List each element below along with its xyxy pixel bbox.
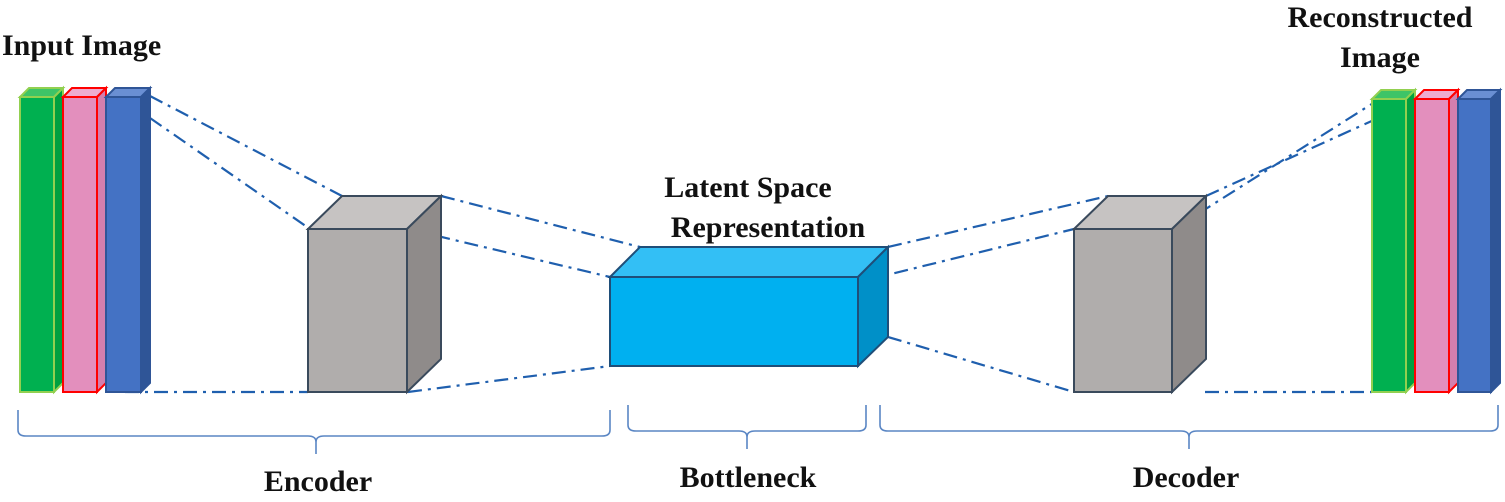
reconstructed-image-label-line2: Image — [1340, 41, 1420, 74]
output-channel-blue — [1455, 87, 1503, 395]
latent-space-label-line1: Latent Space — [664, 171, 832, 204]
encoder-brace — [17, 410, 611, 454]
connector-latent-decoder-top-1 — [887, 194, 1109, 249]
connector-input-encoder-top-2 — [149, 117, 311, 230]
connector-decoder-output-top-1 — [1173, 99, 1379, 230]
connector-decoder-output-top-2 — [1205, 98, 1419, 198]
encoder-label: Encoder — [263, 465, 373, 498]
input-image-label: Input Image — [2, 29, 162, 62]
reconstructed-image-label-line1: Reconstructed — [1287, 1, 1473, 34]
reconstructed-image-stack — [1369, 87, 1503, 395]
latent-space-label-line2: Representation — [670, 211, 866, 244]
output-channel-green — [1369, 87, 1418, 395]
latent-space-block — [607, 244, 891, 369]
output-channel-pink — [1412, 87, 1461, 395]
connector-encoder-latent-top-1 — [440, 194, 641, 249]
decoder-feature-block — [1071, 193, 1209, 395]
section-braces — [17, 405, 1499, 454]
decoder-label: Decoder — [1132, 461, 1240, 494]
encoder-feature-block — [305, 193, 444, 395]
input-channel-green — [17, 85, 66, 395]
bottleneck-label: Bottleneck — [679, 461, 817, 494]
input-channel-blue — [103, 85, 153, 395]
connector-encoder-latent-bottom — [407, 364, 611, 394]
bottleneck-brace — [627, 405, 867, 449]
input-channel-pink — [60, 85, 109, 395]
decoder-brace — [879, 405, 1499, 449]
input-image-stack — [17, 85, 153, 395]
connector-latent-decoder-bottom — [887, 335, 1075, 394]
connector-input-encoder-top-1 — [149, 95, 343, 197]
